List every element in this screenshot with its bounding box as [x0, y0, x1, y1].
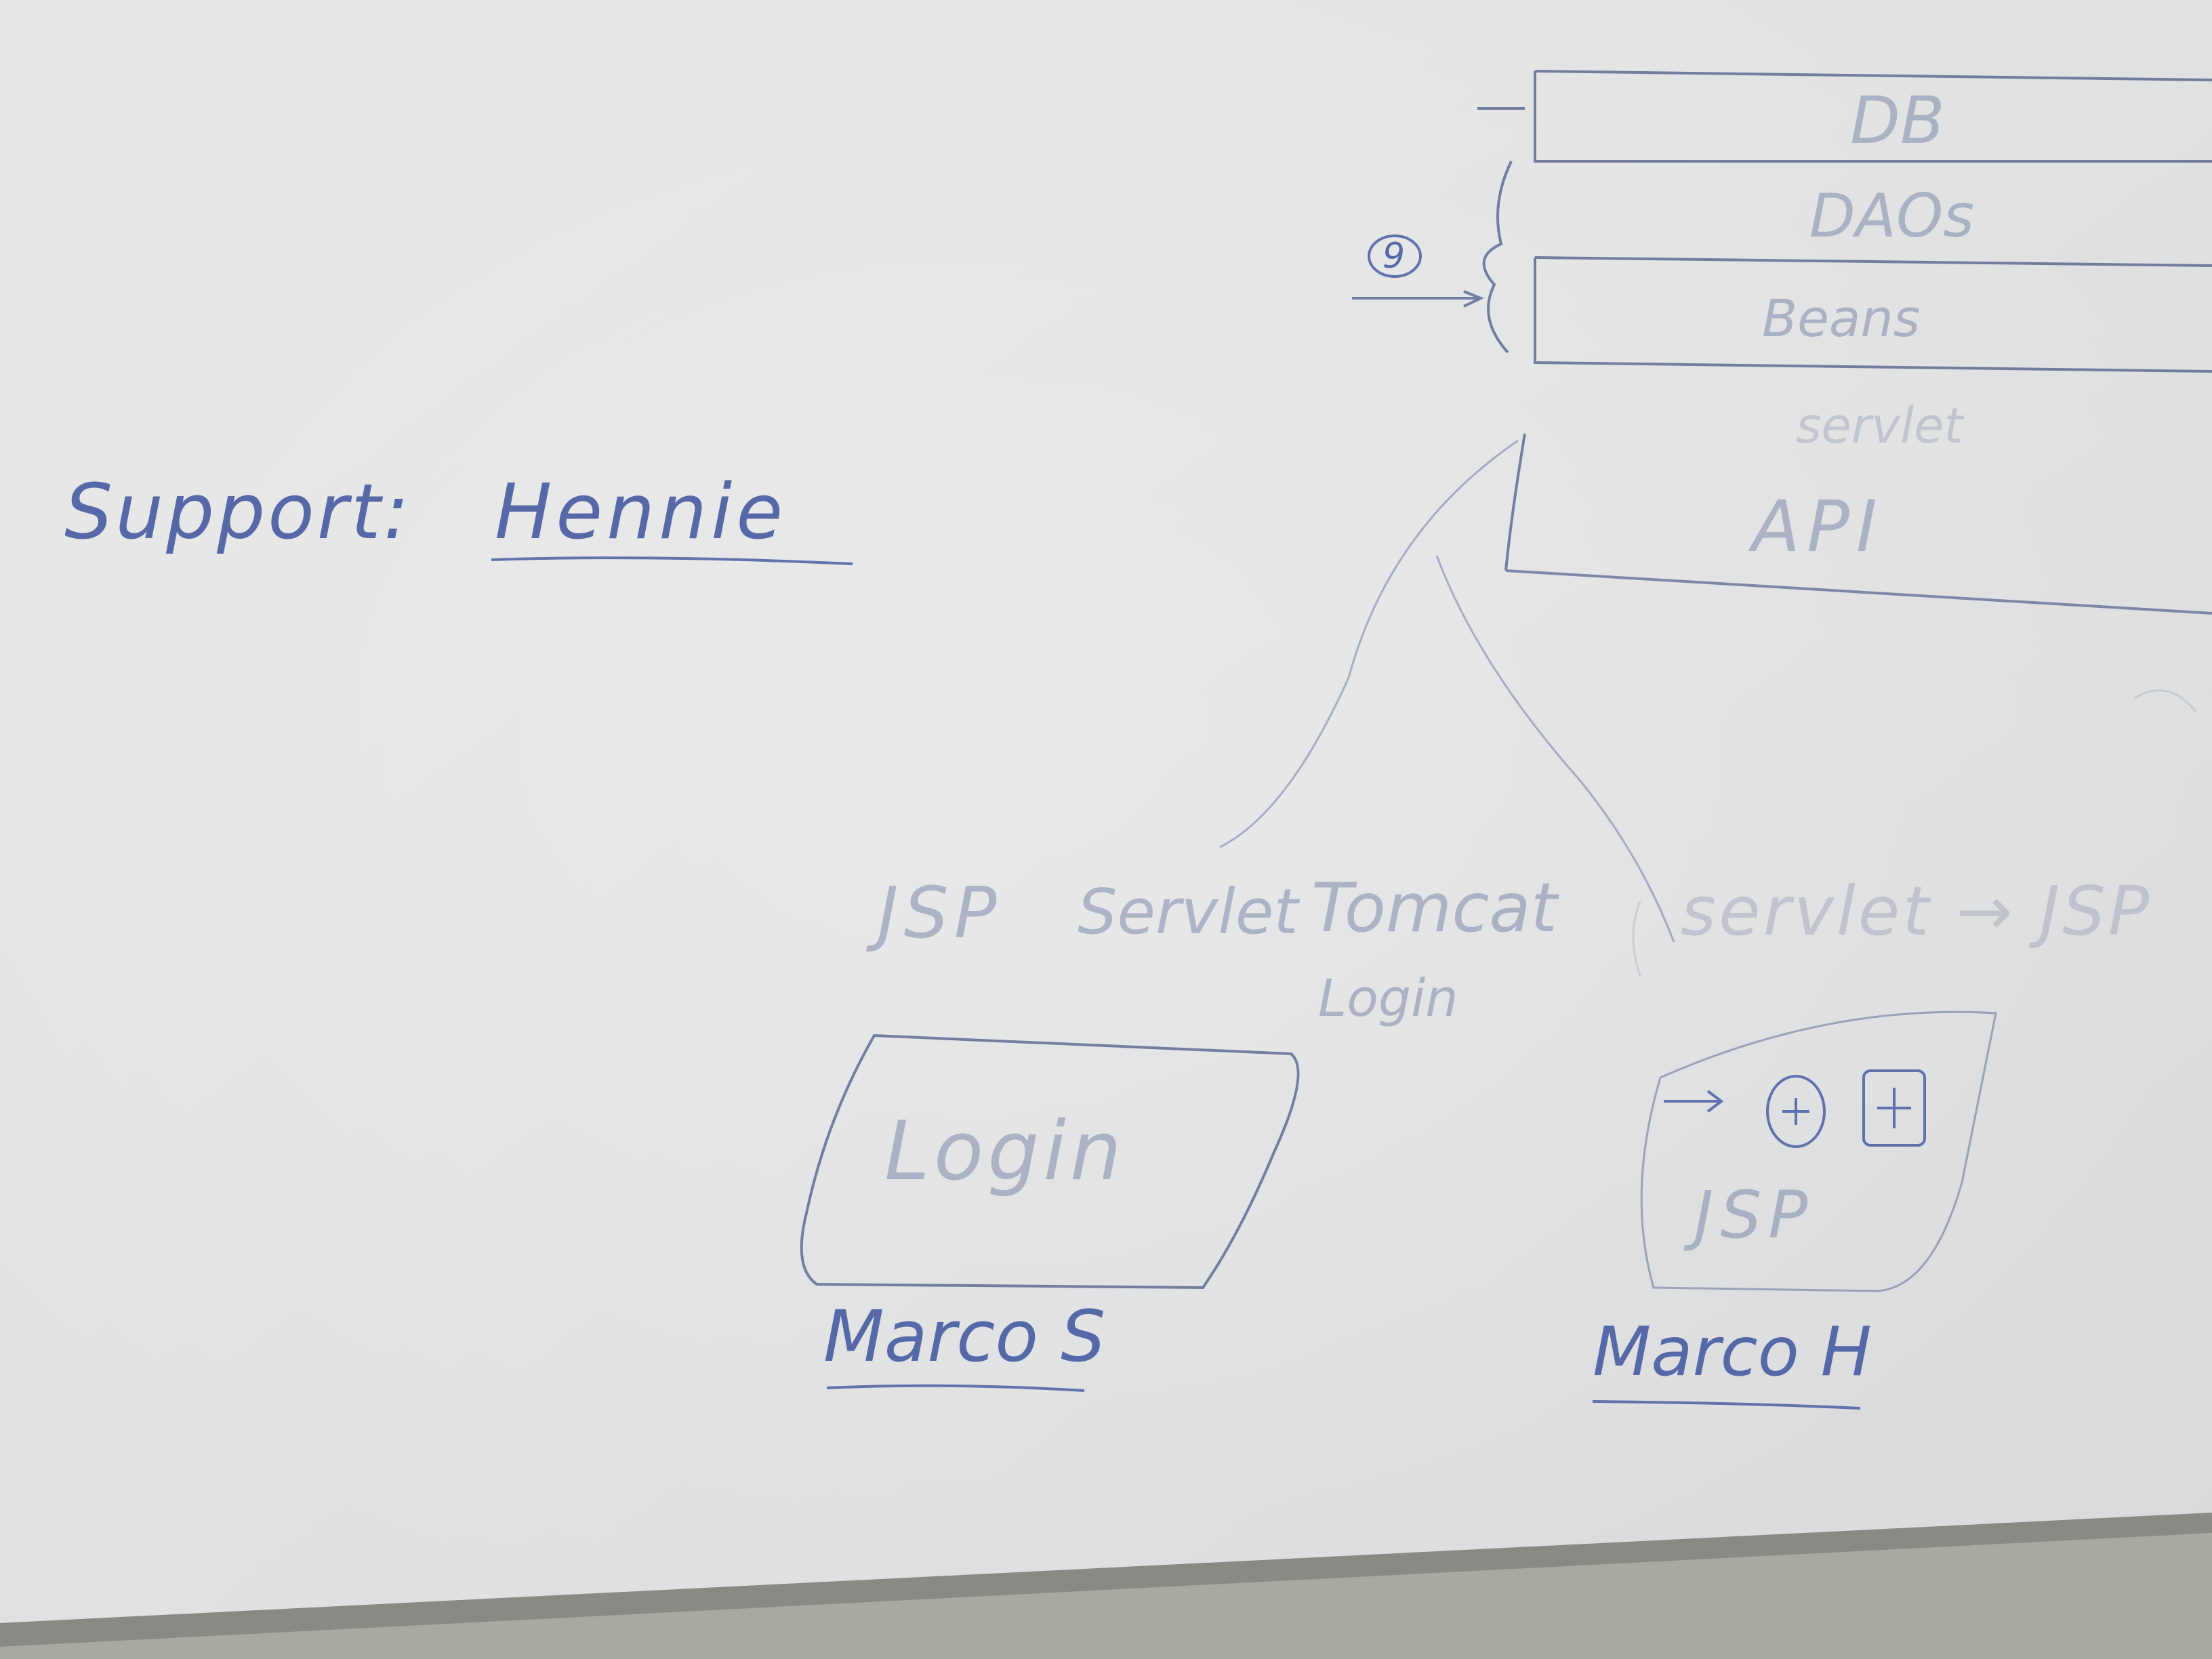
connector-lines — [1219, 439, 1675, 943]
layer-stack-diagram — [1352, 70, 2212, 615]
support-name-underline — [491, 556, 853, 565]
left-box-outline — [800, 1033, 1300, 1290]
left-owner-underline — [826, 1384, 1085, 1392]
right-box-icons — [1664, 1069, 1926, 1148]
right-owner-underline — [1592, 1400, 1861, 1410]
badge-circle — [1368, 234, 1422, 278]
right-box-outline — [1640, 1010, 1997, 1292]
